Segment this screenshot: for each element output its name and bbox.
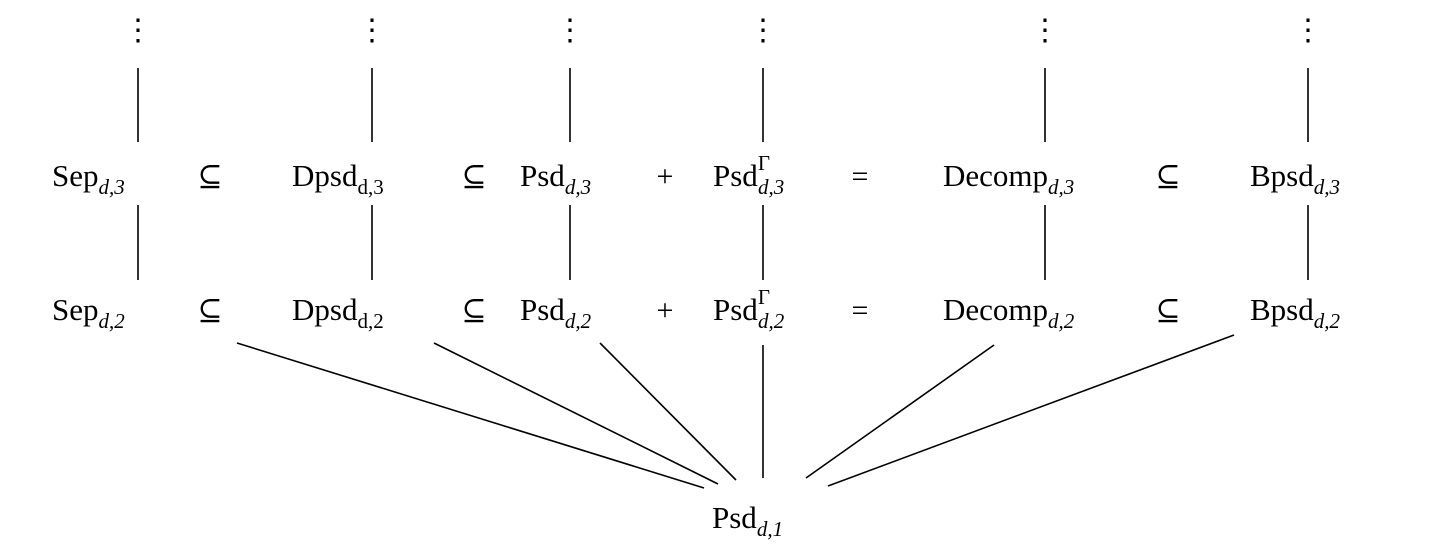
relation-subseteq: ⊆	[1155, 294, 1180, 327]
node-psd-1: Psdd,1	[712, 500, 783, 541]
vdots: ⋮	[123, 14, 153, 47]
vdots: ⋮	[1030, 14, 1060, 47]
node-sep-3: Sepd,3	[52, 158, 125, 199]
continuation-dots: ⋮ ⋮ ⋮ ⋮ ⋮ ⋮	[123, 14, 1323, 47]
node-sep-2: Sepd,2	[52, 292, 125, 333]
edge	[805, 344, 995, 479]
edge	[236, 342, 705, 489]
edge	[599, 342, 737, 481]
node-psd-3: Psdd,3	[520, 158, 591, 199]
node-psd-2: Psdd,2	[520, 292, 592, 333]
node-decomp-3: Decompd,3	[943, 158, 1074, 199]
relation-equals: =	[852, 160, 869, 193]
node-dpsd-2: Dpsdd,2	[292, 292, 384, 333]
relation-equals: =	[852, 294, 869, 327]
edges-to-bottom	[236, 334, 1235, 489]
vdots: ⋮	[748, 14, 778, 47]
relation-subseteq: ⊆	[197, 160, 222, 193]
node-bpsd-3: Bpsdd,3	[1250, 158, 1340, 199]
node-decomp-2: Decompd,2	[943, 292, 1075, 333]
vertical-edges	[137, 68, 1309, 280]
edge	[827, 334, 1235, 487]
relation-subseteq: ⊆	[1155, 160, 1180, 193]
relation-subseteq: ⊆	[461, 160, 486, 193]
relation-plus: +	[657, 160, 674, 193]
vdots: ⋮	[1293, 14, 1323, 47]
node-dpsd-3: Dpsdd,3	[292, 158, 384, 199]
relation-plus: +	[657, 294, 674, 327]
relation-subseteq: ⊆	[197, 294, 222, 327]
vdots: ⋮	[555, 14, 585, 47]
vdots: ⋮	[357, 14, 387, 47]
edge	[433, 342, 719, 485]
relation-subseteq: ⊆	[461, 294, 486, 327]
node-bpsd-2: Bpsdd,2	[1250, 292, 1341, 333]
